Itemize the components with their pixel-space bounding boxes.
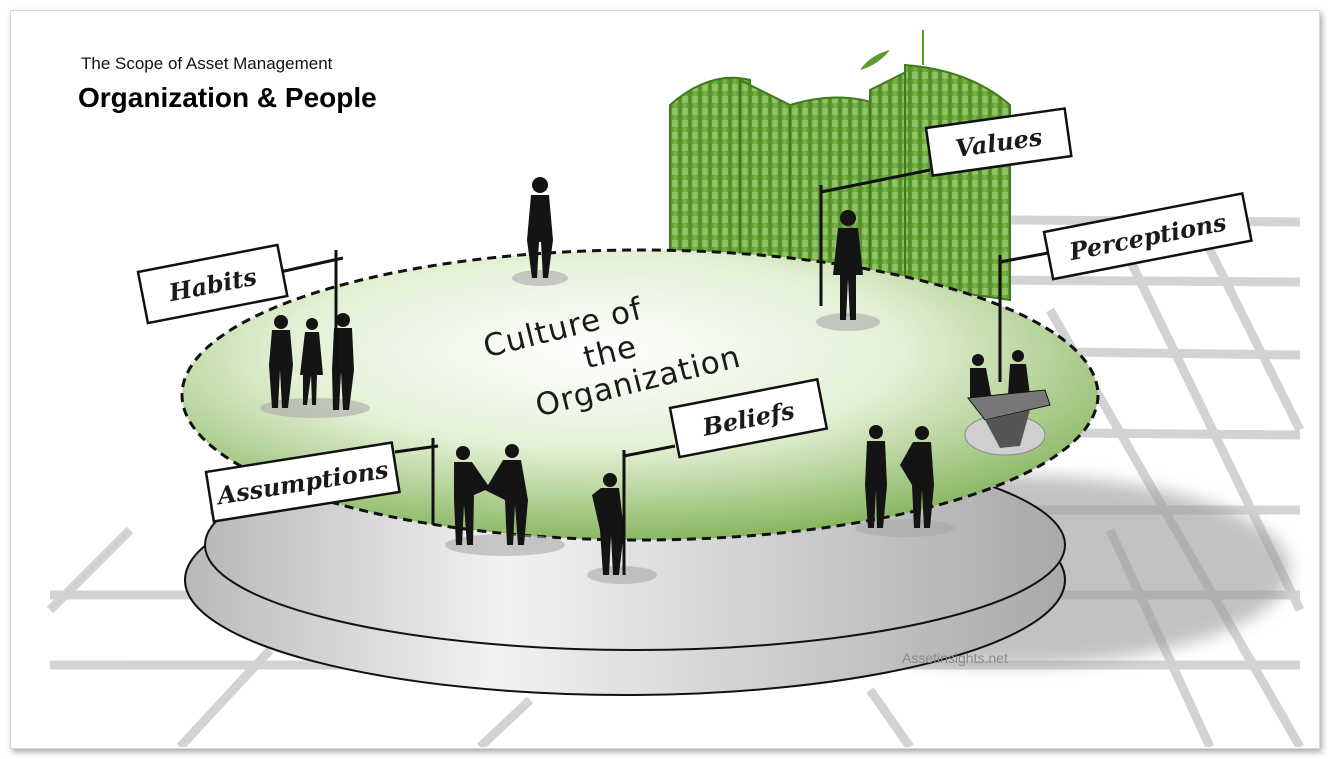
tag-habits: Habits (136, 243, 289, 325)
handshake-icon (445, 444, 565, 556)
tag-values: Values (924, 107, 1073, 177)
worker-with-drill-icon (587, 473, 657, 584)
watermark-text: Assetinsights.net (902, 650, 1008, 666)
two-men-talking-icon (855, 425, 955, 537)
culture-diagram: Culture of the Organization (46, 30, 1305, 747)
meeting-table-icon (964, 350, 1051, 456)
tag-beliefs: Beliefs (668, 377, 829, 459)
group-talking-icon (260, 313, 370, 418)
signpost-poles (279, 168, 1049, 575)
slide-title: Organization & People (78, 82, 377, 113)
person-standing-woman-icon (512, 177, 568, 286)
slide-subtitle: The Scope of Asset Management (81, 54, 333, 73)
person-standing-man-icon (816, 210, 880, 331)
